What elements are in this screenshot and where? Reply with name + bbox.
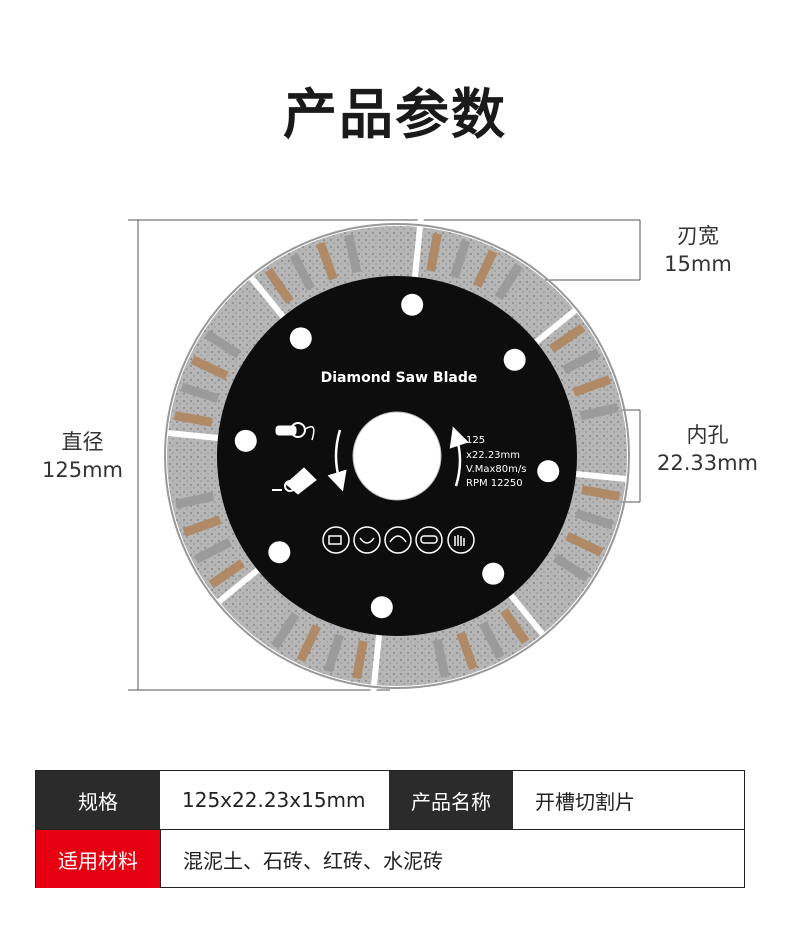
segment-band: [572, 375, 612, 397]
segment-band: [500, 608, 530, 645]
segment-band: [296, 624, 321, 663]
segment-band: [562, 348, 600, 374]
segment-band: [289, 253, 315, 291]
segment-band: [194, 538, 232, 564]
arbor-hole: [352, 411, 442, 501]
segment-band: [581, 485, 621, 501]
segment-band: [352, 640, 368, 680]
cooling-hole: [482, 562, 505, 585]
saw-blade-diagram: Diamond Saw Blade 125 x22.23mm V.Max80m/…: [128, 216, 641, 696]
segment-band: [175, 491, 215, 509]
blade-spec-line: 125: [466, 435, 485, 446]
segment-band: [190, 355, 229, 380]
spec-table: 规格 125x22.23x15mm 产品名称 开槽切割片 适用材料 混泥土、石砖…: [35, 770, 745, 888]
segment-band: [316, 241, 338, 281]
blade-width-title: 刃宽: [677, 224, 719, 248]
segment-band: [426, 232, 442, 272]
cooling-hole: [370, 596, 393, 619]
table-row: 规格 125x22.23x15mm 产品名称 开槽切割片: [36, 771, 744, 830]
table-row: 适用材料 混泥土、石砖、红砖、水泥砖: [36, 830, 744, 888]
bore-value: 22.33mm: [656, 451, 759, 475]
segment-band: [180, 382, 220, 403]
ear-protection-icon: [384, 526, 412, 554]
safety-icons: [322, 526, 475, 554]
diameter-label: 直径 125mm: [30, 428, 135, 484]
segment-band: [579, 403, 619, 421]
segment-band: [264, 267, 294, 304]
diameter-value: 125mm: [42, 458, 123, 482]
cooling-hole: [289, 327, 312, 350]
segment-band: [574, 509, 614, 530]
segment-band: [432, 638, 450, 678]
blade-width-value: 15mm: [664, 252, 732, 276]
segment-band: [344, 234, 362, 274]
segment-band: [173, 411, 213, 427]
segment-band: [552, 553, 590, 582]
angle-grinder-icon: [275, 422, 315, 441]
wall-chaser-icon: [272, 467, 317, 495]
blade-spec-line: V.Max80m/s: [466, 464, 526, 475]
cooling-hole: [503, 348, 526, 371]
material-header: 适用材料: [36, 830, 160, 888]
gloves-icon: [447, 526, 475, 554]
segment-band: [479, 621, 505, 659]
material-value: 混泥土、石砖、红砖、水泥砖: [160, 830, 744, 888]
product-name-header: 产品名称: [389, 771, 513, 829]
cooling-hole: [234, 429, 257, 452]
cooling-hole: [537, 460, 560, 483]
segment-band: [204, 330, 242, 359]
segment-band: [323, 633, 344, 673]
segment-band: [549, 323, 586, 353]
segment-band: [208, 559, 245, 589]
cooling-hole: [268, 541, 291, 564]
bore-label: 内孔 22.33mm: [650, 421, 765, 477]
page-title: 产品参数: [283, 83, 507, 146]
blade-width-label: 刃宽 15mm: [648, 222, 748, 278]
segment-band: [565, 532, 604, 557]
segment-band: [494, 263, 523, 301]
spec-value: 125x22.23x15mm: [182, 788, 366, 812]
segment-band: [450, 239, 471, 279]
diameter-title: 直径: [61, 430, 104, 454]
segment-band: [456, 631, 478, 671]
face-shield-icon: [322, 526, 350, 554]
segment-band: [473, 249, 498, 288]
product-name-value: 开槽切割片: [535, 789, 635, 814]
blade-spec-line: RPM 12250: [466, 478, 523, 489]
dust-mask-icon: [353, 526, 381, 554]
segment-band: [182, 515, 222, 537]
cooling-hole: [401, 293, 424, 316]
spec-header: 规格: [36, 771, 160, 829]
segment-band: [271, 611, 300, 649]
blade-spec-line: x22.23mm: [466, 450, 520, 461]
rotation-arrow-icon: [449, 426, 469, 487]
cooling-holes: [234, 293, 560, 619]
blade-spec: 125 x22.23mm V.Max80m/s RPM 12250: [466, 435, 526, 489]
bore-title: 内孔: [686, 423, 729, 447]
rotation-arrow-icon: [327, 429, 347, 492]
blade-name: Diamond Saw Blade: [321, 370, 478, 386]
goggles-icon: [415, 526, 443, 554]
